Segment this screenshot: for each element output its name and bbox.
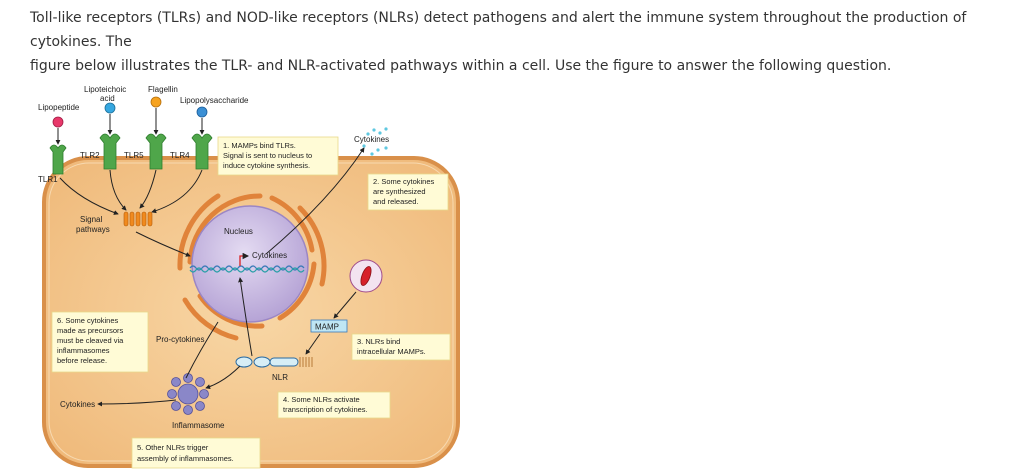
mamp-label: MAMP [315, 323, 339, 332]
tlr5-receptor [145, 133, 167, 170]
nlr-to-inflammasome-arrow [205, 365, 241, 390]
note-5: 5. Other NLRs trigger assembly of inflam… [131, 437, 261, 469]
toll-like-receptors [49, 133, 213, 175]
signal-pathways-label: Signal [80, 215, 102, 224]
note-5-line-2: assembly of inflammasomes. [137, 454, 234, 463]
signal-to-nucleus-arrow [135, 231, 191, 257]
tlr1-label: TLR1 [38, 175, 58, 184]
signal-pathway-proteins [123, 211, 153, 227]
note-6-line-5: before release. [57, 356, 107, 365]
note-1: 1. MAMPs bind TLRs. Signal is sent to nu… [217, 136, 339, 176]
nlr-to-nucleus-arrow [238, 277, 253, 357]
tlr2-receptor [99, 133, 121, 170]
pro-cytokines-label: Pro-cytokines [156, 335, 204, 344]
tlr2-label: TLR2 [80, 151, 100, 160]
endoplasmic-reticulum [177, 193, 327, 341]
cytokines-left-label: Cytokines [60, 400, 95, 409]
nucleus-label: Nucleus [224, 227, 253, 236]
lipopolysaccharide-label: Lipopolysaccharide [180, 96, 249, 105]
note-2-line-1: 2. Some cytokines [373, 177, 435, 186]
note-2-line-2: are synthesized [373, 187, 426, 196]
note-6-line-4: inflammasomes [57, 346, 110, 355]
note-3-line-1: 3. NLRs bind [357, 337, 400, 346]
note-1-line-3: induce cytokine synthesis. [223, 161, 310, 170]
flagellin-molecule [150, 96, 162, 108]
cytokines-left-arrow [97, 399, 177, 407]
nlr-receptor [235, 356, 313, 368]
question-line-2: figure below illustrates the TLR- and NL… [30, 58, 892, 74]
flagellin-label: Flagellin [148, 85, 178, 94]
inflammasome-label: Inflammasome [172, 421, 225, 430]
transcription-start-arrow [239, 252, 250, 266]
note-4: 4. Some NLRs activate transcription of c… [277, 391, 391, 419]
note-4-line-2: transcription of cytokines. [283, 405, 368, 414]
mamp-release-arrow [333, 291, 357, 319]
tlr4-receptor [191, 133, 213, 170]
cytokine-release-arrow [265, 147, 365, 255]
lipopeptide-label: Lipopeptide [38, 103, 80, 112]
note-6-line-3: must be cleaved via [57, 336, 124, 345]
lipopeptide-molecule [52, 116, 64, 128]
dna-strand-2 [189, 267, 305, 273]
note-5-line-1: 5. Other NLRs trigger [137, 443, 209, 452]
tlr4-label: TLR4 [170, 151, 190, 160]
ligands: Lipoteichoic acid Flagellin Lipopolysacc… [38, 85, 249, 145]
signal-pathways-label-2: pathways [76, 225, 110, 234]
mamp-badge [310, 319, 348, 333]
note-2: 2. Some cytokines are synthesized and re… [367, 173, 449, 211]
note-3-line-2: intracellular MAMPs. [357, 347, 426, 356]
lipoteichoic-acid-molecule [104, 102, 116, 114]
note-1-line-2: Signal is sent to nucleus to [223, 151, 312, 160]
inflammasome [167, 373, 209, 415]
cytokines-gene-label: Cytokines [252, 251, 287, 260]
note-1-line-1: 1. MAMPs bind TLRs. [223, 141, 296, 150]
note-4-line-1: 4. Some NLRs activate [283, 395, 360, 404]
tlr1-receptor [49, 144, 67, 175]
note-6: 6. Some cytokines made as precursors mus… [51, 311, 149, 373]
nlr-label: NLR [272, 373, 288, 382]
question-text: Toll-like receptors (TLRs) and NOD-like … [30, 6, 1020, 78]
receptor-signal-arrows [59, 169, 203, 215]
tlr5-label: TLR5 [124, 151, 144, 160]
cytokines-released-label: Cytokines [354, 135, 389, 144]
lipoteichoic-acid-label-2: acid [100, 94, 115, 103]
note-6-line-1: 6. Some cytokines [57, 316, 119, 325]
note-3: 3. NLRs bind intracellular MAMPs. [351, 333, 451, 361]
question-line-1: Toll-like receptors (TLRs) and NOD-like … [30, 10, 967, 50]
note-2-line-3: and released. [373, 197, 418, 206]
pro-cytokine-arrow [185, 321, 219, 379]
lipopolysaccharide-molecule [196, 106, 208, 118]
released-cytokines [362, 127, 388, 156]
nucleus [191, 205, 309, 323]
bacterium [360, 266, 372, 286]
note-6-line-2: made as precursors [57, 326, 124, 335]
lipoteichoic-acid-label: Lipoteichoic [84, 85, 126, 94]
